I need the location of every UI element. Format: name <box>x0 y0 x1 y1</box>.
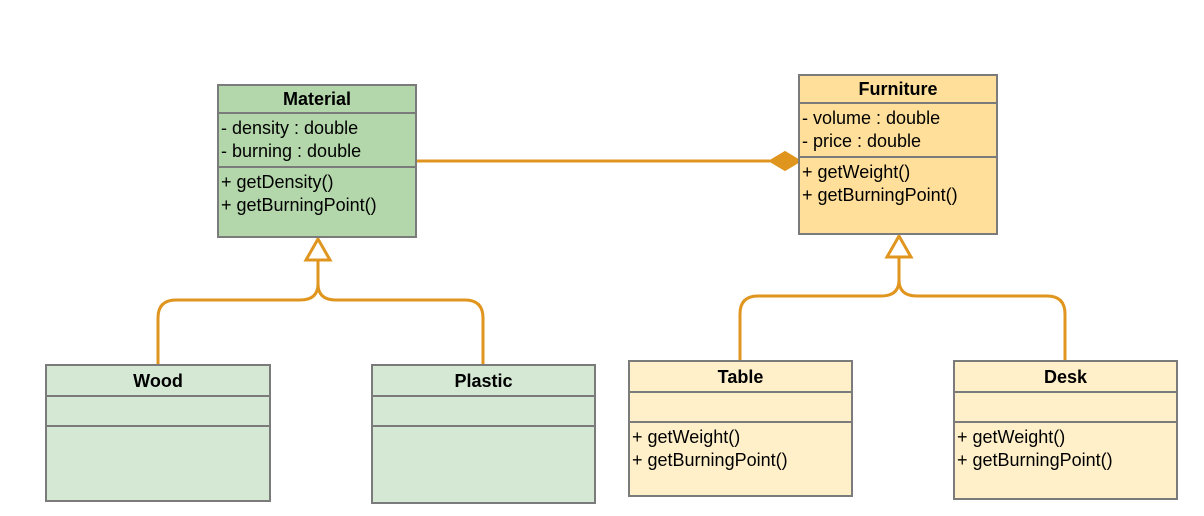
operation-row: + getBurningPoint() <box>221 195 377 215</box>
attribute-row: - price : double <box>802 131 922 151</box>
class-plastic[interactable]: Plastic <box>371 364 596 504</box>
attributes-compartment <box>373 397 594 427</box>
class-desk[interactable]: Desk + getWeight() + getBurningPoint() <box>953 360 1178 500</box>
operation-row: + getWeight() <box>802 162 911 182</box>
operation-row: + getDensity() <box>221 172 334 192</box>
operations-compartment: + getWeight() + getBurningPoint() <box>630 423 851 495</box>
attributes-compartment <box>955 393 1176 423</box>
attributes-compartment <box>47 397 269 427</box>
class-table[interactable]: Table + getWeight() + getBurningPoint() <box>628 360 853 497</box>
operation-row: + getWeight() <box>957 427 1066 447</box>
attribute-row: - volume : double <box>802 108 941 128</box>
operation-row: + getWeight() <box>632 427 741 447</box>
attribute-row: - burning : double <box>221 141 362 161</box>
class-name: Furniture <box>800 76 996 104</box>
class-name: Table <box>630 362 851 393</box>
class-name: Plastic <box>373 366 594 397</box>
operations-compartment: + getDensity() + getBurningPoint() <box>219 168 415 236</box>
class-wood[interactable]: Wood <box>45 364 271 502</box>
generalization-edge-table-furniture[interactable] <box>738 257 901 360</box>
attribute-row: - density : double <box>221 118 359 138</box>
operations-compartment <box>373 427 594 502</box>
operation-row: + getBurningPoint() <box>957 450 1113 470</box>
operations-compartment <box>47 427 269 500</box>
inheritance-arrowhead-icon <box>303 235 333 262</box>
class-name: Material <box>219 86 415 114</box>
class-material[interactable]: Material - density : double - burning : … <box>217 84 417 238</box>
inheritance-arrowhead-icon <box>884 232 914 259</box>
generalization-edge-plastic-material[interactable] <box>316 260 485 364</box>
operations-compartment: + getWeight() + getBurningPoint() <box>800 158 996 233</box>
generalization-edge-wood-material[interactable] <box>156 260 320 364</box>
class-furniture[interactable]: Furniture - volume : double - price : do… <box>798 74 998 235</box>
generalization-edge-desk-furniture[interactable] <box>897 257 1067 360</box>
attributes-compartment: - volume : double - price : double <box>800 104 996 158</box>
class-name: Desk <box>955 362 1176 393</box>
operations-compartment: + getWeight() + getBurningPoint() <box>955 423 1176 498</box>
operation-row: + getBurningPoint() <box>802 185 958 205</box>
composition-diamond-icon <box>768 150 802 172</box>
attributes-compartment <box>630 393 851 423</box>
operation-row: + getBurningPoint() <box>632 450 788 470</box>
class-name: Wood <box>47 366 269 397</box>
attributes-compartment: - density : double - burning : double <box>219 114 415 168</box>
